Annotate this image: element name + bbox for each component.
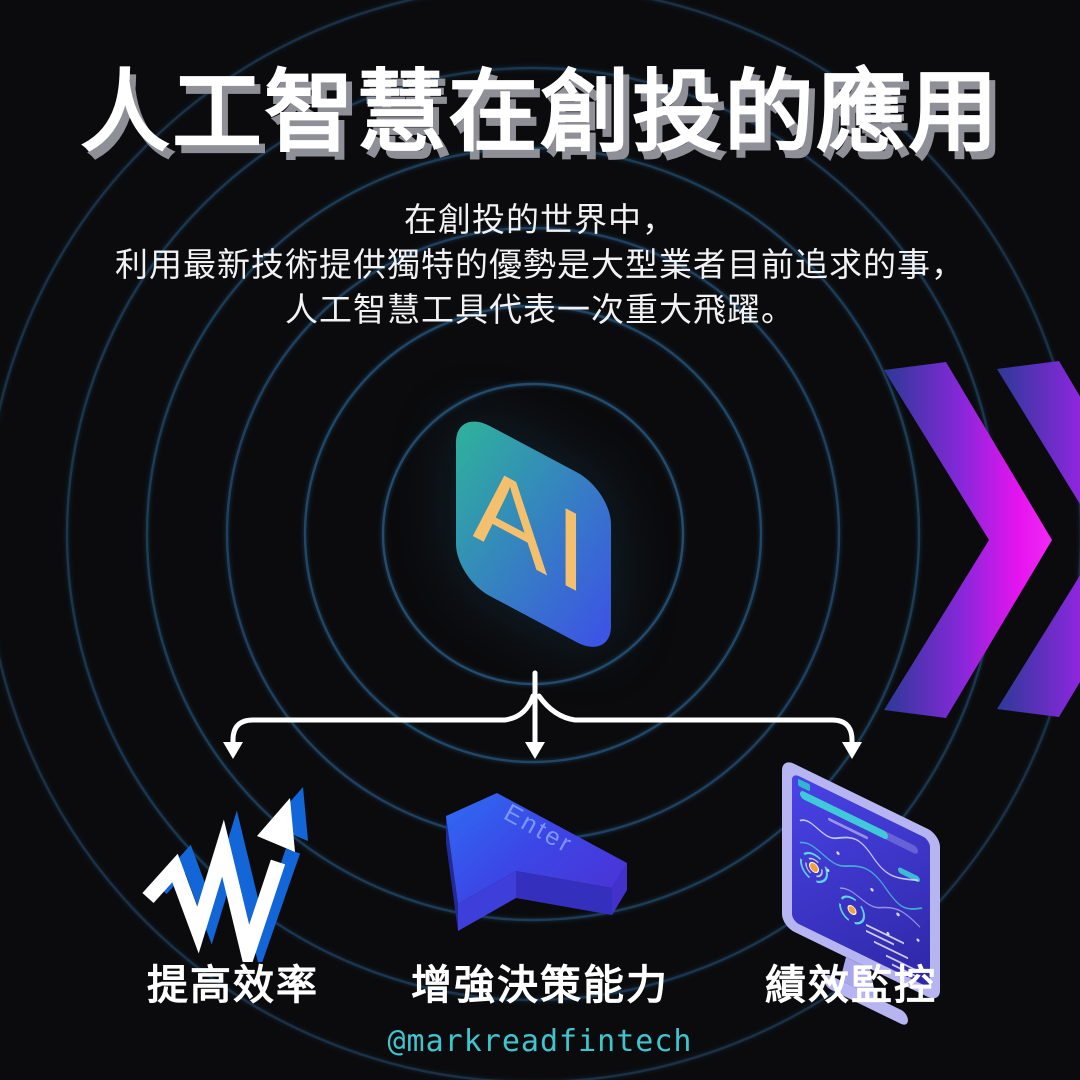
subtitle-line: 在創投的世界中， [404,201,676,238]
key-front-face [458,871,516,931]
screen-pill [898,867,920,883]
screen-dot [896,912,900,917]
screen-text-dash [892,963,916,978]
gauge-dot [809,861,819,874]
branch-label-monitoring: 績效監控 [765,962,937,1008]
connector-line [536,693,855,747]
growth-zigzag-arrow-icon [142,787,308,962]
screen-badge [798,779,810,791]
arrowhead-down-icon [525,742,545,759]
gauge-arc [805,857,823,878]
screen-text-dash [866,929,894,946]
arrowhead-down-icon [223,742,243,759]
subtitle: 在創投的世界中， 利用最新技術提供獨特的優勢是大型業者目前追求的事， 人工智慧工… [0,197,1080,332]
gauge-ring [800,851,828,884]
progress-bar [800,791,888,840]
branch-label-efficiency: 提高效率 [147,962,319,1008]
gauge-ring [839,895,865,925]
chevron-icon [997,361,1080,717]
screen-text-dash [874,940,908,960]
enter-key-icon: Enter [446,793,627,931]
monitor-stand-base [824,974,908,1025]
dashboard-monitor-icon [782,762,940,1025]
ai-badge: AI [456,408,611,661]
connector-line [230,693,536,747]
branch-label-decision: 增強決策能力 [411,962,669,1008]
screen-dot [826,868,830,872]
screen-dot [870,887,874,892]
wave-line [839,887,921,928]
screen-text-dash [866,923,904,945]
gauge-dot [847,904,857,916]
screen-dot [836,851,840,855]
screen-text-dash [886,954,920,974]
key-side-face [612,863,627,915]
wave-line [799,841,923,910]
screen-dash [828,817,868,840]
monitor-screen [792,775,930,986]
page-title: 人工智慧在創投的應用 [80,63,1000,163]
key-front-face [516,871,612,915]
brand-handle: @markreadfintech [387,1024,693,1059]
wave-line [799,819,919,882]
key-side-face [446,816,458,931]
monitor-stand-neck [840,957,876,998]
ai-badge-label: AI [472,434,595,625]
subtitle-line: 人工智慧工具代表一次重大飛躍。 [285,291,795,328]
chevron-icon [884,362,1052,718]
key-top-face [446,793,627,904]
screen-dot [916,938,920,942]
subtitle-line: 利用最新技術提供獨特的優勢是大型業者目前追求的事， [115,246,965,283]
